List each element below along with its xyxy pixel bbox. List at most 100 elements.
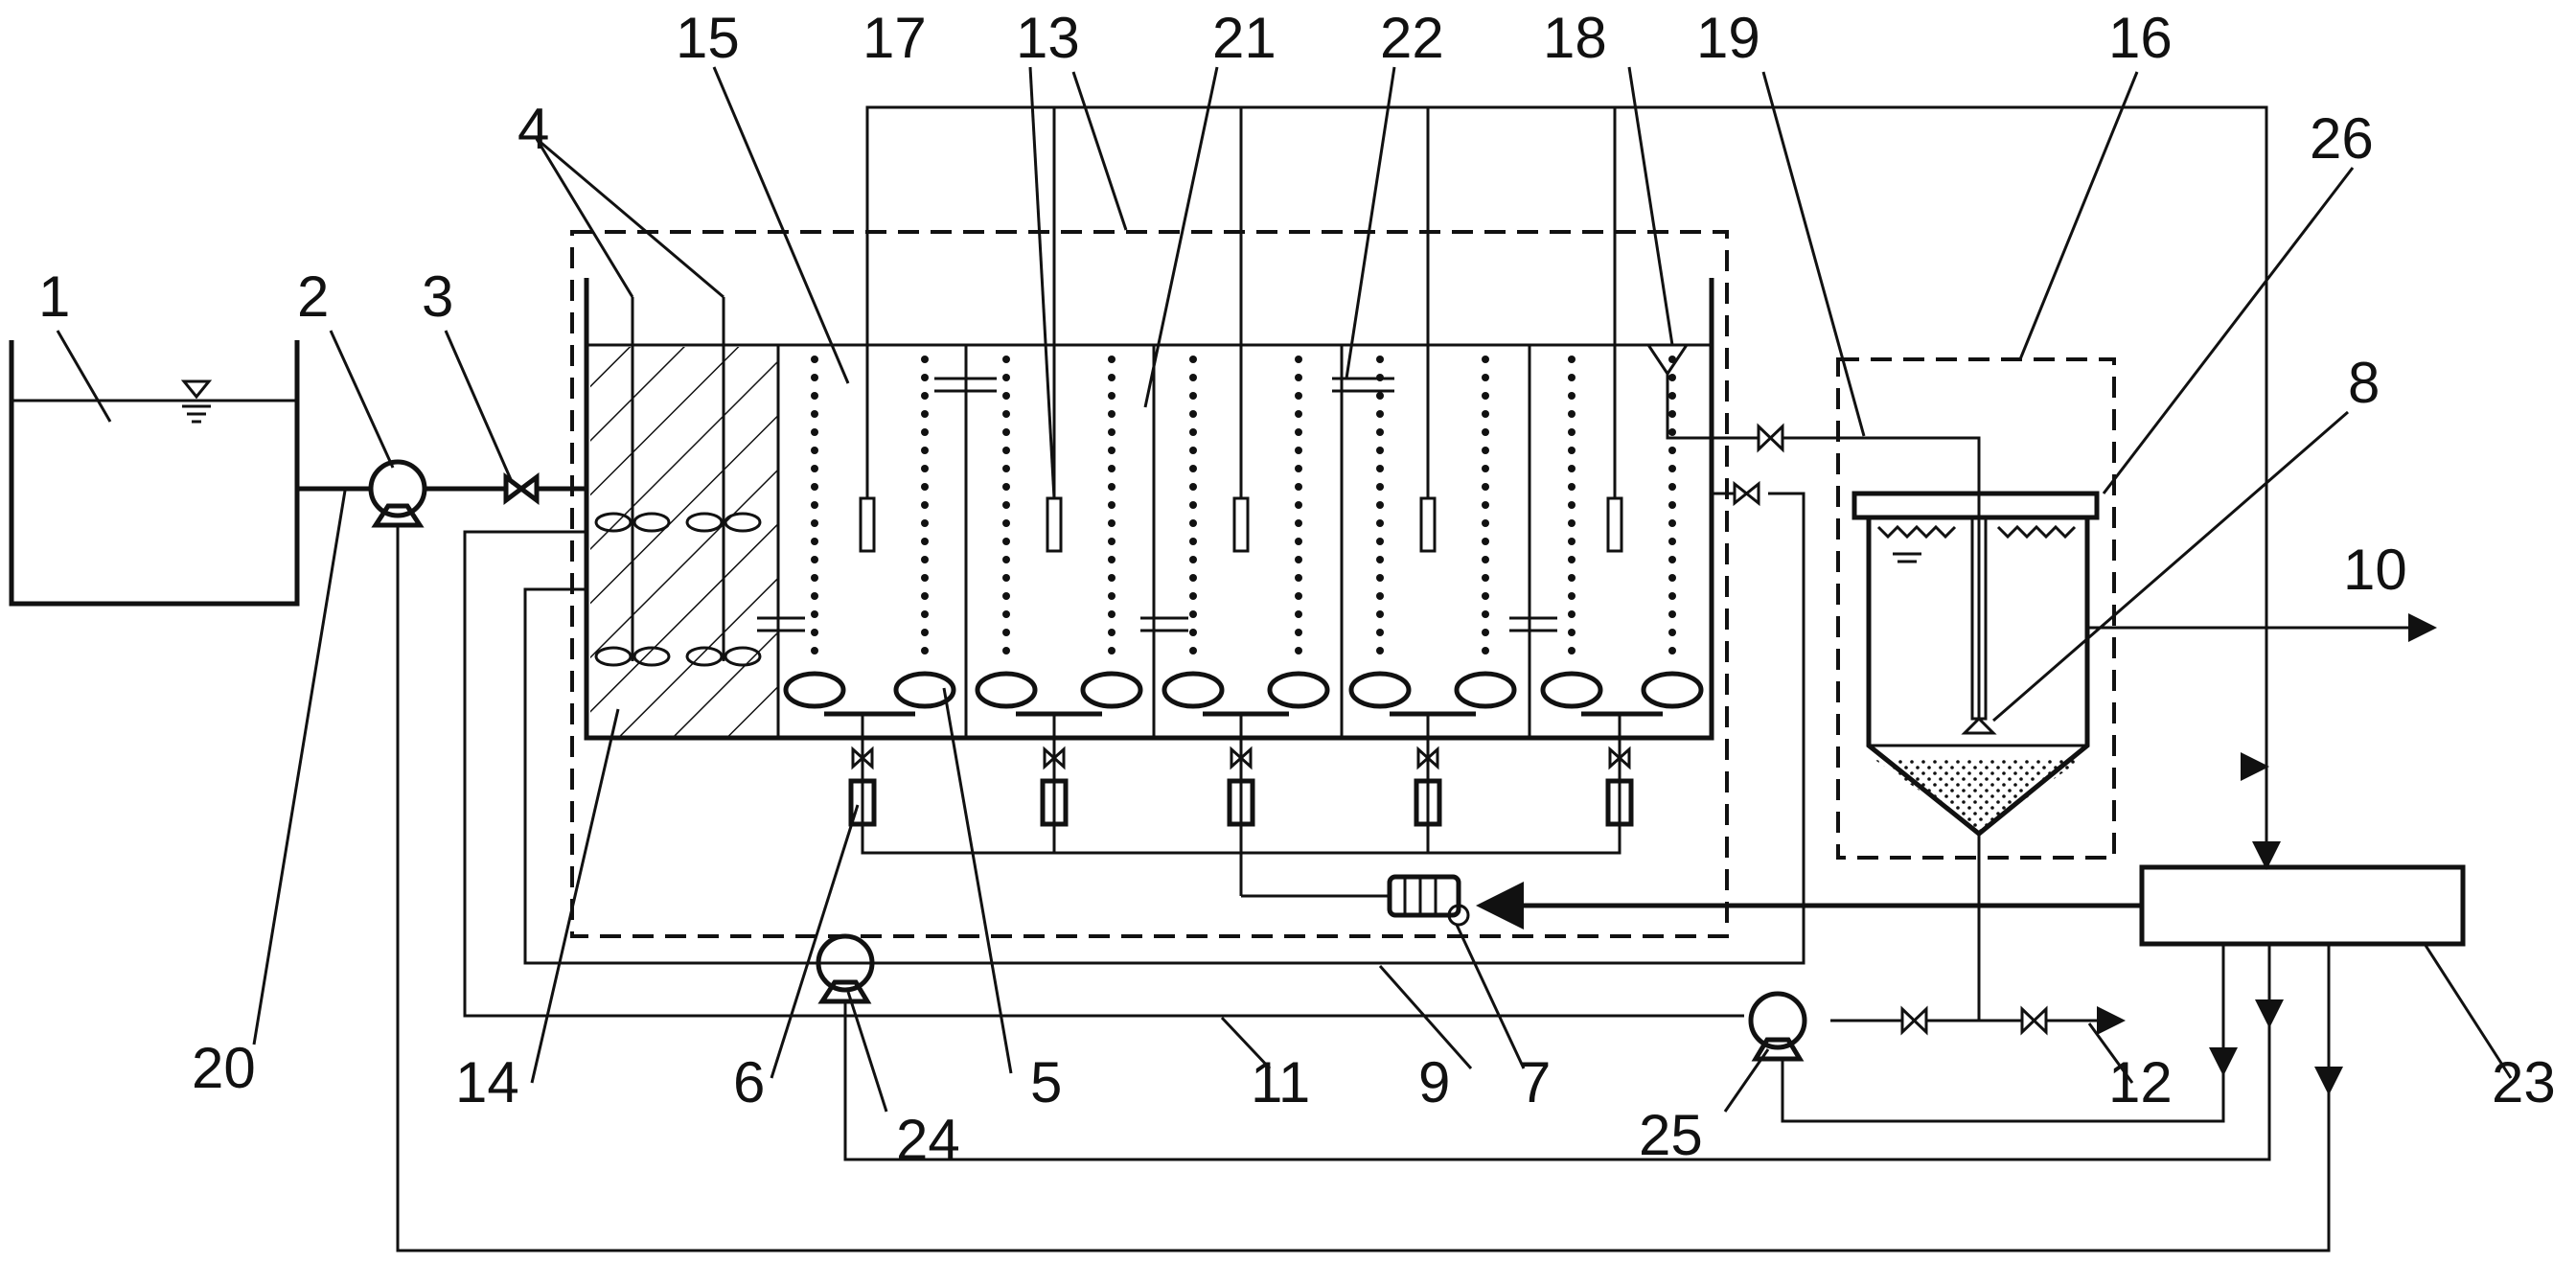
bubble-dot — [1568, 501, 1576, 509]
label-6: 6 — [733, 1050, 765, 1114]
pump-icon — [1748, 991, 1807, 1062]
bubble-dot — [1376, 483, 1384, 491]
aeration-disc-icon — [1641, 671, 1704, 709]
bubble-dot — [921, 501, 929, 509]
label-9: 9 — [1418, 1050, 1450, 1114]
bubble-dot — [1002, 392, 1010, 400]
bubble-dot — [1482, 447, 1489, 454]
bubble-dot — [921, 610, 929, 618]
bubble-columns — [811, 356, 1676, 654]
water-level-icon — [180, 379, 213, 424]
bubble-dot — [1002, 428, 1010, 436]
bubble-dot — [1108, 501, 1116, 509]
pump-icon — [368, 459, 427, 528]
bubble-dot — [1668, 374, 1676, 381]
bubble-dot — [1376, 519, 1384, 527]
label-7: 7 — [1519, 1050, 1551, 1114]
bubble-dot — [1002, 592, 1010, 600]
bubble-dot — [1482, 538, 1489, 545]
bubble-dot — [921, 556, 929, 563]
bubble-dot — [1189, 629, 1197, 636]
bubble-dot — [1108, 629, 1116, 636]
label-5: 5 — [1030, 1050, 1062, 1114]
bubble-dot — [1295, 374, 1302, 381]
bubble-dot — [1482, 556, 1489, 563]
bubble-dot — [1668, 574, 1676, 582]
bubble-dot — [1376, 356, 1384, 363]
probe-icon — [859, 496, 1623, 553]
bubble-dot — [811, 538, 818, 545]
bubble-dot — [1668, 483, 1676, 491]
bubble-dot — [1568, 610, 1576, 618]
bubble-dot — [1189, 483, 1197, 491]
bubble-dot — [1189, 410, 1197, 418]
label-1: 1 — [38, 264, 70, 329]
bubble-dot — [1295, 519, 1302, 527]
bubble-dot — [1295, 629, 1302, 636]
label-24: 24 — [896, 1108, 960, 1172]
aeration-disc-icon — [1162, 671, 1225, 709]
pump-icon — [816, 933, 875, 1004]
bubble-dot — [1108, 410, 1116, 418]
bubble-dot — [921, 538, 929, 545]
bubble-dot — [1376, 574, 1384, 582]
bubble-dot — [1376, 647, 1384, 654]
bubble-dot — [1376, 592, 1384, 600]
bubble-dot — [921, 629, 929, 636]
bubble-dot — [921, 410, 929, 418]
diffuser-icon — [1961, 716, 1997, 735]
bubble-dot — [811, 374, 818, 381]
bubble-dot — [1295, 647, 1302, 654]
bubble-dot — [1189, 592, 1197, 600]
bubble-dot — [1189, 501, 1197, 509]
bubble-dot — [1002, 610, 1010, 618]
label-21: 21 — [1212, 6, 1276, 70]
bubble-dot — [1482, 483, 1489, 491]
control-line-13 — [865, 105, 2268, 767]
bubble-dot — [811, 392, 818, 400]
bubble-dot — [1002, 465, 1010, 472]
controller-box — [2139, 864, 2466, 947]
aeration-disc-icon — [975, 671, 1038, 709]
bubble-dot — [921, 465, 929, 472]
bubble-dot — [1482, 610, 1489, 618]
bubble-dot — [811, 465, 818, 472]
bubble-dot — [1568, 410, 1576, 418]
bubble-dot — [1002, 629, 1010, 636]
aeration-disc-icon — [1454, 671, 1517, 709]
bubble-dot — [1668, 392, 1676, 400]
part-labels: 1 2 3 4 15 17 13 21 22 18 19 16 26 8 10 … — [38, 6, 2556, 1172]
bubble-dot — [1002, 556, 1010, 563]
leader-lines — [56, 66, 2513, 1113]
bubble-dot — [1668, 447, 1676, 454]
bubble-dot — [1668, 410, 1676, 418]
bubble-dot — [1568, 574, 1576, 582]
reactor-tank — [584, 278, 1714, 741]
bubble-dot — [1376, 410, 1384, 418]
bubble-dot — [1295, 501, 1302, 509]
bubble-dot — [1108, 647, 1116, 654]
bubble-dot — [1002, 374, 1010, 381]
bubble-dot — [1568, 538, 1576, 545]
bubble-dot — [1108, 374, 1116, 381]
air-header — [861, 781, 1622, 898]
bubble-dot — [1668, 592, 1676, 600]
aeration-disc-icon — [1080, 671, 1143, 709]
bubble-dot — [1668, 556, 1676, 563]
recycle-lines — [463, 480, 1806, 1018]
bubble-dot — [1568, 428, 1576, 436]
aeration-disc-icon — [783, 671, 1704, 717]
settler-enclosure — [1836, 357, 2116, 860]
bubble-dot — [1568, 465, 1576, 472]
bubble-dot — [811, 592, 818, 600]
bubble-dot — [921, 519, 929, 527]
bubble-dot — [811, 501, 818, 509]
raw-water-tank — [9, 340, 300, 607]
bubble-dot — [1482, 629, 1489, 636]
bubble-dot — [1295, 592, 1302, 600]
bubble-dot — [811, 647, 818, 654]
bubble-dot — [811, 410, 818, 418]
bubble-dot — [1482, 410, 1489, 418]
bubble-dot — [1568, 556, 1576, 563]
